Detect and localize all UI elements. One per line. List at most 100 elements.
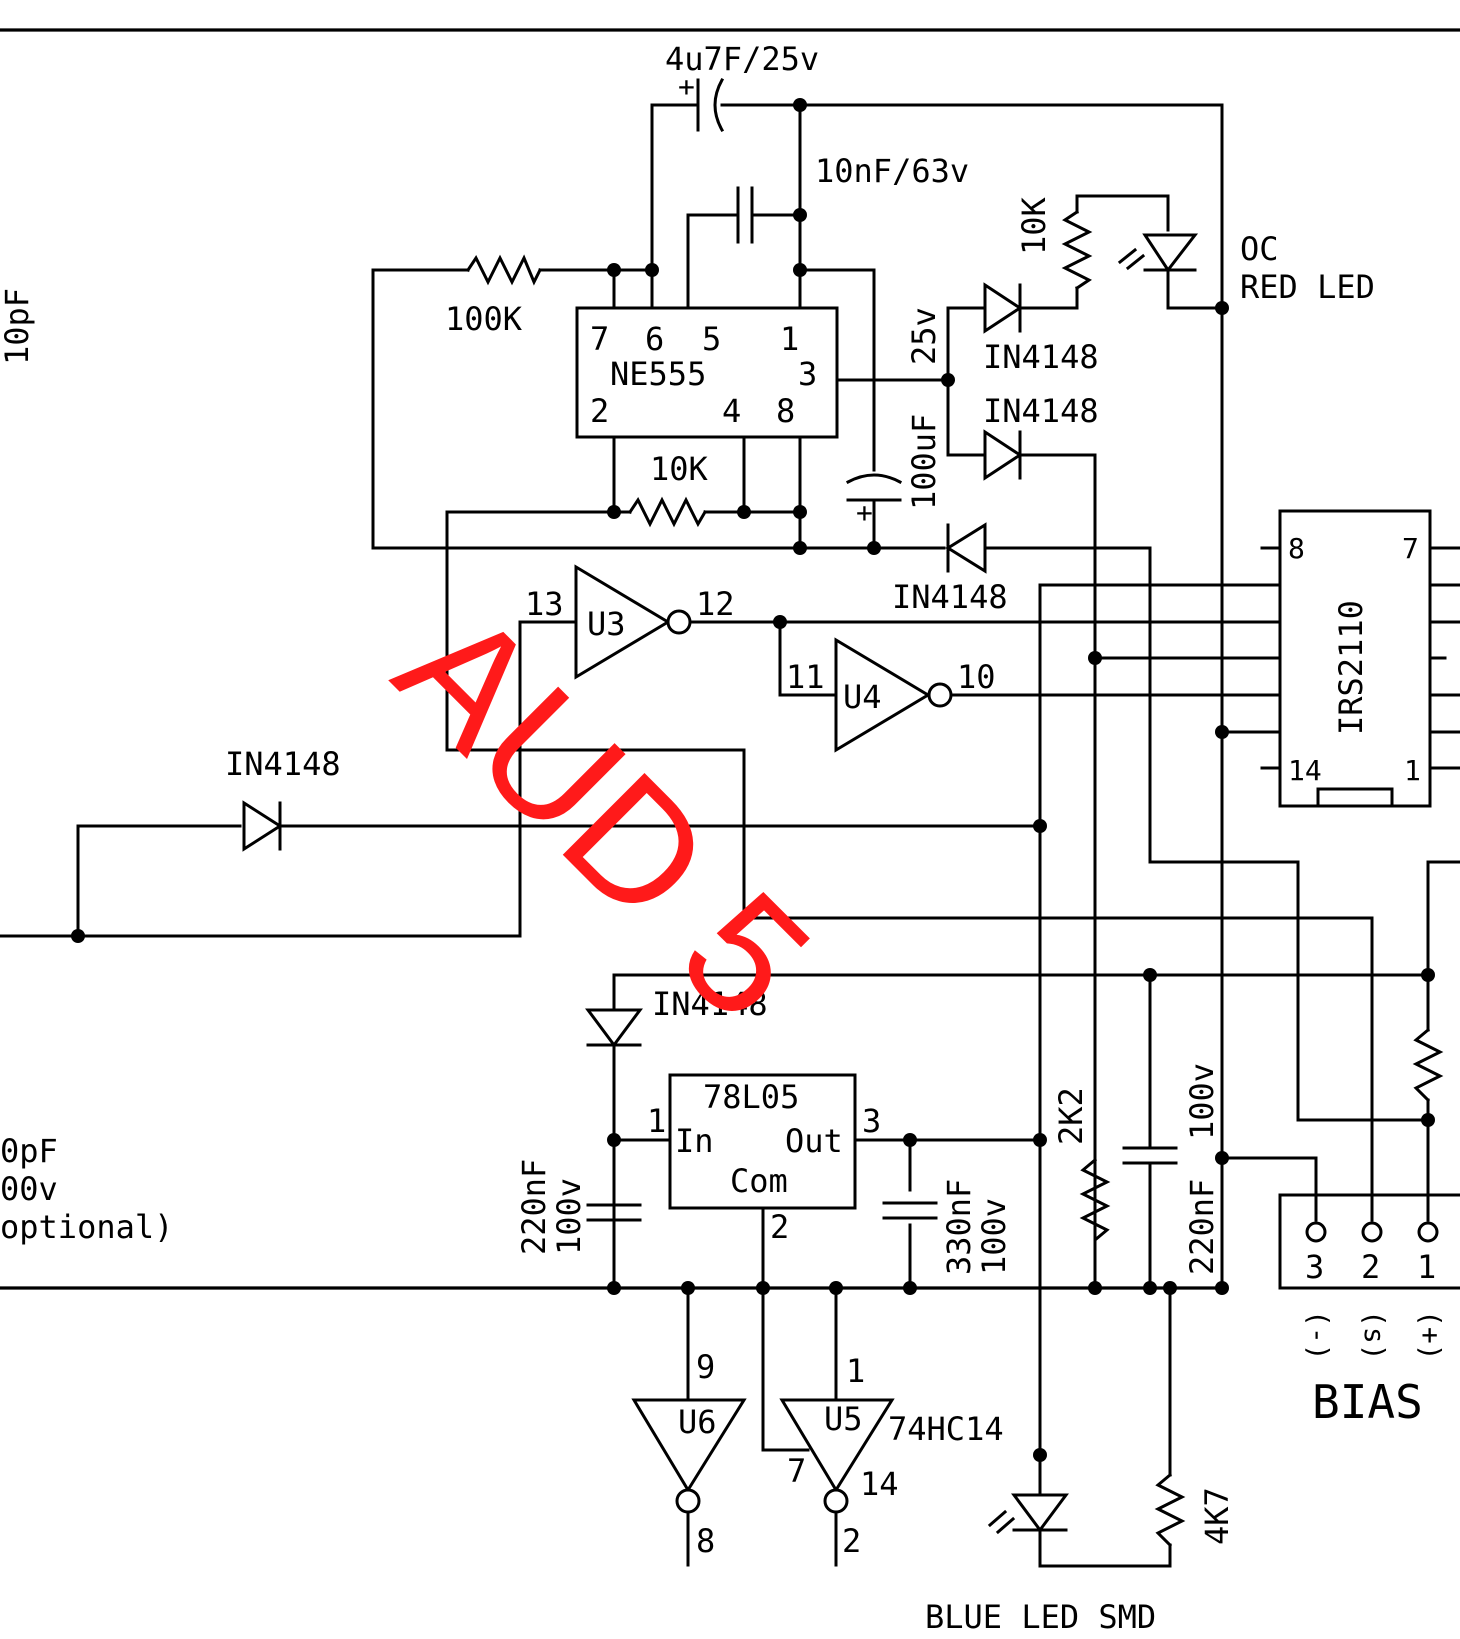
ne555-pin8: 8 <box>776 392 795 430</box>
label-c-220n-a: 220nF <box>515 1159 553 1255</box>
u4-pin-in: 11 <box>786 658 825 696</box>
diode-d2 <box>983 429 1023 481</box>
u6-pin8: 8 <box>696 1522 715 1560</box>
svg-text:+: + <box>678 70 695 103</box>
label-r-10k-top: 10K <box>1015 196 1053 255</box>
label-c-220n2-b: 100v <box>1183 1063 1221 1140</box>
u4-label: U4 <box>843 678 882 716</box>
label-d3: IN4148 <box>892 578 1008 616</box>
inverter-u4 <box>834 637 953 753</box>
resistor-2k2 <box>1079 1157 1111 1290</box>
ne555-pin6: 6 <box>645 320 664 358</box>
u5-label: U5 <box>824 1400 863 1438</box>
irs-pin8: 8 <box>1288 532 1305 565</box>
label-left-cap2-a: 0pF <box>0 1132 58 1170</box>
irs-label: IRS2110 <box>1332 600 1370 735</box>
u5-pin1: 1 <box>846 1352 865 1390</box>
ne555-pin5: 5 <box>702 320 721 358</box>
ne555-name: NE555 <box>610 355 706 393</box>
irs-pin14: 14 <box>1288 754 1322 787</box>
bias-pin1: 1 <box>1417 1248 1436 1286</box>
label-oc-2: RED LED <box>1240 268 1375 306</box>
label-r-4k7: 4K7 <box>1198 1487 1236 1545</box>
ne555-pin7: 7 <box>590 320 609 358</box>
label-blue-led: BLUE LED SMD <box>925 1598 1156 1636</box>
junctions <box>71 98 1435 1462</box>
reg-label: 78L05 <box>703 1078 799 1116</box>
label-c-4u7: 4u7F/25v <box>665 40 819 78</box>
label-left-cap2-b: 00v <box>0 1170 58 1208</box>
u6-pin9: 9 <box>696 1348 715 1386</box>
label-left-cap: 10pF <box>0 288 36 365</box>
diode-d5 <box>585 1008 643 1048</box>
reg-com: Com <box>730 1162 788 1200</box>
label-d4: IN4148 <box>225 745 341 783</box>
irs-pin1: 1 <box>1404 754 1421 787</box>
ne555-pin3: 3 <box>798 355 817 393</box>
capacitor-330nf <box>882 1201 938 1220</box>
bias-pos: (+) <box>1414 1310 1447 1361</box>
blue-led <box>987 1493 1069 1535</box>
reg-pin2: 2 <box>770 1208 789 1246</box>
reg-out: Out <box>785 1122 843 1160</box>
resistor-right <box>1412 1027 1444 1103</box>
label-c-100uf: 100uF <box>905 414 943 510</box>
capacitor-100uf: + <box>845 473 903 529</box>
capacitor-220nf-left <box>586 1203 642 1290</box>
label-d1: IN4148 <box>983 338 1099 376</box>
wires <box>0 103 1460 1568</box>
label-c-330n-b: 100v <box>975 1198 1013 1275</box>
irs-pin7: 7 <box>1402 532 1419 565</box>
capacitor-4u7: + <box>678 70 725 133</box>
u5-pin7: 7 <box>787 1452 806 1490</box>
capacitor-10nf <box>736 186 754 244</box>
reg-in: In <box>675 1122 714 1160</box>
resistor-100k <box>465 254 543 286</box>
reg-pin1: 1 <box>647 1102 666 1140</box>
bias-pin2: 2 <box>1361 1248 1380 1286</box>
label-c-220n-b: 100v <box>550 1178 588 1255</box>
diode-d3 <box>945 522 987 574</box>
label-d5: IN4148 <box>652 985 768 1023</box>
inverter-u6 <box>631 1398 747 1514</box>
resistor-4k7 <box>1154 1472 1186 1548</box>
u3-pin-in: 13 <box>525 585 564 623</box>
resistor-10k-top <box>1061 209 1093 291</box>
ne555-pin4: 4 <box>722 392 741 430</box>
label-left-cap2-c: optional) <box>0 1208 173 1246</box>
oc-led <box>1117 233 1199 273</box>
label-c-10n: 10nF/63v <box>815 152 969 190</box>
u6-label: U6 <box>678 1403 717 1441</box>
bias-pin3: 3 <box>1305 1248 1324 1286</box>
capacitor-220nf-right <box>1122 1146 1178 1165</box>
bias-connector <box>1278 1193 1460 1290</box>
u5-pin2: 2 <box>842 1522 861 1560</box>
label-c-330n-a: 330nF <box>940 1179 978 1275</box>
bias-sense: (s) <box>1358 1310 1391 1361</box>
label-r-100k: 100K <box>445 300 523 338</box>
irs2110-chip <box>1278 509 1432 808</box>
label-c-220n2-a: 220nF <box>1183 1179 1221 1275</box>
u5-pin14: 14 <box>860 1465 899 1503</box>
label-d2: IN4148 <box>983 392 1099 430</box>
svg-text:+: + <box>856 496 873 529</box>
reg-pin3: 3 <box>862 1102 881 1140</box>
label-r-2k2: 2K2 <box>1052 1087 1090 1145</box>
label-c-25v: 25v <box>905 307 943 365</box>
label-bias: BIAS <box>1312 1375 1423 1429</box>
diode-d1 <box>983 282 1023 334</box>
u3-label: U3 <box>587 605 626 643</box>
u4-pin-out: 10 <box>957 658 996 696</box>
label-74hc14: 74HC14 <box>888 1410 1004 1448</box>
label-r-10k-mid: 10K <box>650 450 709 488</box>
ne555-pin2: 2 <box>590 392 609 430</box>
diode-d4 <box>242 800 283 852</box>
bias-neg: (-) <box>1302 1310 1335 1361</box>
ne555-chip <box>575 306 839 439</box>
inverter-u5 <box>779 1398 895 1514</box>
regulator-78l05 <box>668 1073 857 1210</box>
inverter-u3 <box>574 564 692 680</box>
ne555-pin1: 1 <box>780 320 799 358</box>
label-oc-1: OC <box>1240 230 1279 268</box>
